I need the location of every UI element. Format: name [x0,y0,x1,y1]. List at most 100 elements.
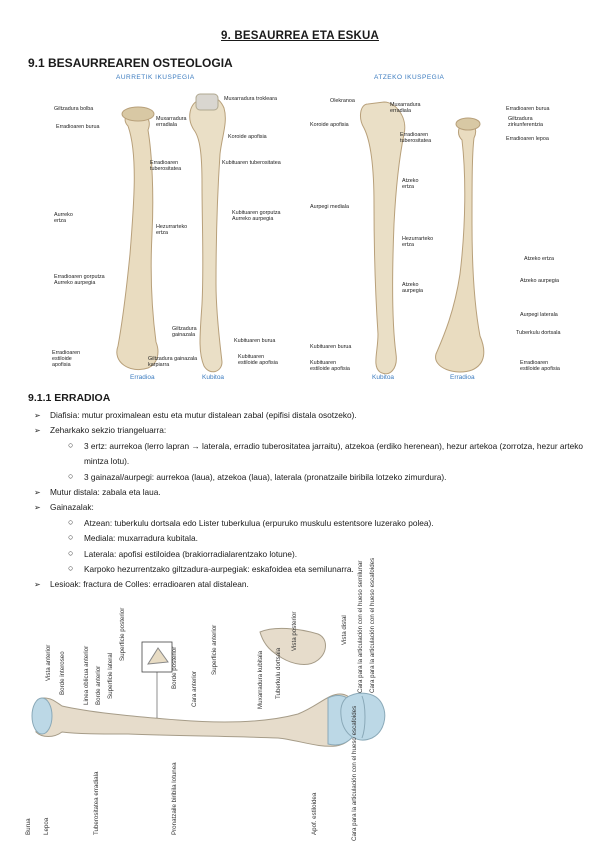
label-giltzadura-zirkunferentzia: Giltzadura zirkunferentzia [508,116,544,128]
label-giltzadura-gainazala: Giltzadura gainazala [172,326,197,338]
list-item-text: Gainazalak: [50,502,94,513]
label-hezurrarteko-ertza-back: Hezurrarteko ertza [402,236,434,248]
list-item: ○ 3 gainazal/aurpegi: aurrekoa (laua), at… [28,470,588,485]
circle-bullet-icon: ○ [68,439,74,450]
label-koroide-apofisia: Koroide apofisia [228,134,267,140]
label-aurpegi-laterala: Aurpegi laterala [520,312,558,318]
label-muxarradura-kubitala: Muxarradura kubitala [257,650,264,709]
arrow-bullet-icon: ➢ [34,488,41,498]
label-borde-posterior: Borde posterior [171,646,178,689]
label-erradioaren-lepoa: Erradioaren lepoa [506,136,549,142]
osteology-figure: AURRETIK IKUSPEGIA Giltzadura bolba Erra… [28,74,588,388]
caption-kubitoa-back: Kubitoa [372,374,395,381]
label-atzeko-ertza-kubitoa: Atzeko ertza [402,178,419,190]
label-atzeko-aurpegia-erradioa: Atzeko aurpegia [520,278,559,284]
circle-bullet-icon: ○ [68,547,74,558]
label-erradioaren-burua: Erradioaren burua [56,124,100,130]
list-item-text: Mediala: muxarradura kubitala. [84,533,198,544]
label-tuberositatea-erradiala: Tuberositatea erradiala [93,771,100,835]
label-erradioaren-burua-back: Erradioaren burua [506,106,550,112]
label-pronatzaile: Pronatzaile biribila lotunea [171,762,178,835]
circle-bullet-icon: ○ [68,532,74,543]
back-view-caption: ATZEKO IKUSPEGIA [374,74,445,81]
label-borde-interoseo-top: Borde interoseo [59,651,66,695]
label-kubituaren-tuberositatea: Kubituaren tuberositatea [222,160,281,166]
arrow-bullet-icon: ➢ [34,503,41,513]
label-giltzadura-bolba: Giltzadura bolba [54,106,94,112]
label-cara-escafoides: Cara para la articulación con el hueso e… [369,557,376,693]
label-muxarradura-erradiala: Muxarradura erradiala [156,116,187,128]
label-borde-anterior: Borde anterior [95,665,102,705]
list-item-text: Laterala: apofisi estiloidea (brakiorrad… [84,548,298,559]
back-view-bones-illustration [360,101,485,375]
list-item: ➢ Diafisia: mutur proximalean estu eta mu… [28,408,588,423]
label-cara-anterior: Cara anterior [191,670,198,707]
list-item-text: 3 gainazal/aurpegi: aurrekoa (laua), atz… [84,471,447,482]
section-heading: 9.1 BESAURREAREN OSTEOLOGIA [28,56,233,70]
list-item-text: Lesioak: fractura de Colles: erradioaren… [50,579,249,590]
label-cara-semilunar: Cara para la articulación con el hueso s… [357,560,364,693]
label-burua: Burua [25,818,32,835]
list-item-text: Atzean: tuberkulu dortsala edo Lister tu… [84,517,434,528]
label-aurpegi-mediala: Aurpegi mediala [310,204,349,210]
label-erradioaren-gorputza: Erradioaren gorputza Aurreko aurpegia [54,274,105,286]
label-giltzadura-karpiarra: Giltzadura gainazala karpiarra [148,356,198,368]
front-view-bones-illustration [116,93,226,373]
circle-bullet-icon: ○ [68,470,74,481]
circle-bullet-icon: ○ [68,563,74,574]
list-item-text: Diafisia: mutur proximalean estu eta mut… [50,410,357,420]
label-atzeko-ertza-erradioa: Atzeko ertza [524,256,554,262]
label-vista-posterior: Vista posterior [291,611,298,651]
radius-illustration [31,627,386,747]
label-kubituaren-burua: Kubituaren burua [234,338,276,344]
arrow-bullet-icon: ➢ [34,580,41,590]
radius-detail-figure: Vista anterior Borde interoseo Linea obl… [25,558,588,841]
label-erradioaren-apofisia-back: Erradioaren estiloide apofisia [520,360,560,372]
subsection-heading: 9.1.1 ERRADIOA [28,392,111,404]
arrow-bullet-icon: ➢ [34,426,41,436]
circle-bullet-icon: ○ [68,516,74,527]
caption-erradioa-back: Erradioa [450,374,475,381]
label-kubituaren-apofisia-back: Kubituaren estiloide apofisia [310,360,350,372]
label-kubituaren-gorputza: Kubituaren gorputza Aurreko aurpegia [232,210,281,222]
label-atzeko-aurpegia-kubitoa: Atzeko aurpegia [402,282,423,294]
list-item: ➢ Gainazalak: [28,500,588,515]
list-item: ○ 3 ertz: aurrekoa (lerro lapran → latera… [28,439,588,470]
label-superficie-posterior-inset: Superficie posterior [119,607,126,661]
label-tuberkulu-dortsala-fig2: Tuberkulu dortsala [275,647,282,699]
label-vista-distal: Vista distal [341,615,348,645]
label-cara-escafoides-bottom: Cara para la articulación con el hueso e… [351,705,358,841]
label-kubituaren-apofisia: Kubituaren estiloide apofisia [238,354,278,366]
list-item: ➢ Lesioak: fractura de Colles: erradioare… [28,577,588,592]
front-view-caption: AURRETIK IKUSPEGIA [116,74,195,81]
label-superficie-lateral: Superficie lateral [107,652,114,699]
label-muxarradura-trokleara: Muxarradura trokleara [224,96,278,102]
label-superficie-anterior: Superficie anterior [211,624,218,675]
label-apofisi-estiloidea: Apof. estiloidea [311,792,318,835]
content-list: ➢ Diafisia: mutur proximalean estu eta mu… [28,408,588,593]
list-item-text: 3 ertz: aurrekoa (lerro lapran → lateral… [84,440,583,467]
label-kubituaren-burua-back: Kubituaren burua [310,344,352,350]
list-item-text: Karpoko hezurrentzako giltzadura-aurpegi… [84,564,354,575]
list-item: ○ Karpoko hezurrentzako giltzadura-aurpeg… [28,562,588,577]
list-item: ○ Laterala: apofisi estiloidea (brakiorra… [28,547,588,562]
label-erradioaren-tuberositatea: Erradioaren tuberositatea [150,160,182,172]
list-item: ➢ Zeharkako sekzio triangeluarra: [28,423,588,438]
label-lineas-oblicuas: Linea oblicua anterior [83,645,90,705]
list-item-text: Mutur distala: zabala eta laua. [50,487,161,498]
label-muxarradura-erradiala-back: Muxarradura erradiala [390,102,421,114]
label-erradioaren-apofisia: Erradioaren estiloide apofisia [52,350,81,368]
list-item: ○ Atzean: tuberkulu dortsala edo Lister t… [28,516,588,531]
page-title: 9. BESAURREA ETA ESKUA [221,30,379,42]
label-olekranoa: Olekranoa [330,98,355,104]
list-item: ○ Mediala: muxarradura kubitala. [28,531,588,546]
list-item-text: Zeharkako sekzio triangeluarra: [50,425,167,436]
arrow-bullet-icon: ➢ [34,411,41,420]
caption-erradioa: Erradioa [130,374,155,381]
label-vista-anterior: Vista anterior [45,644,52,681]
back-view-panel: ATZEKO IKUSPEGIA Olekranoa Muxarradura e… [310,74,588,386]
caption-kubitoa: Kubitoa [202,374,225,381]
label-koroide-apofisia-back: Koroide apofisia [310,122,349,128]
label-lepoa: Lepoa [43,817,50,835]
label-hezurrarteko-ertza: Hezurrarteko ertza [156,224,188,236]
